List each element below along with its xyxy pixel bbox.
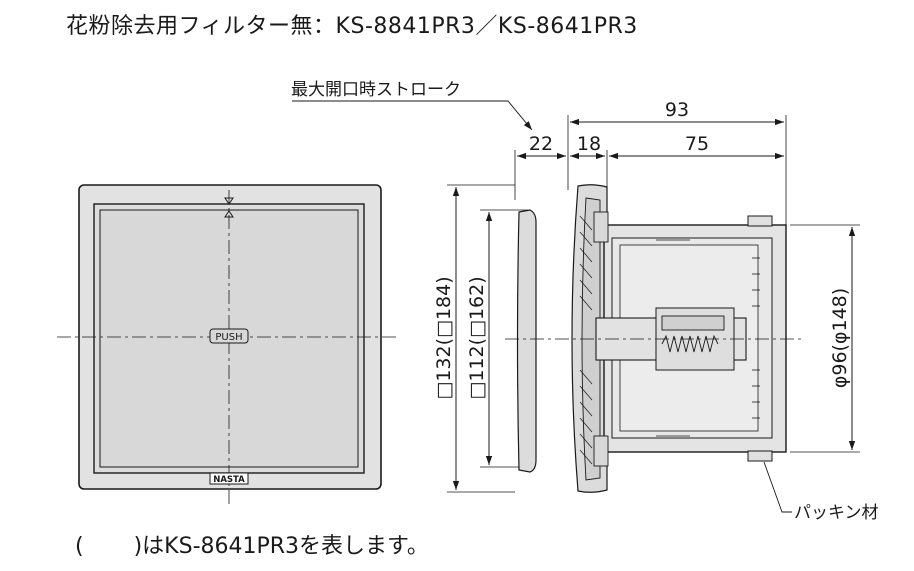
stroke-label: 最大開口時ストローク [291,80,461,100]
gasket-callout: パッキン材 [763,461,879,523]
push-button [209,328,249,344]
stroke-leader-line [292,100,533,131]
dim-22-label: 22 [529,133,553,155]
latch-block [661,315,725,331]
height-dimensions: □132(□184) □112(□162) [433,184,528,493]
outer-height-label: □132(□184) [433,276,455,399]
diameter-label: φ96(φ148) [829,288,851,388]
dim-75-label: 75 [685,133,709,155]
gasket-label: パッキン材 [794,503,879,523]
dim-18-label: 18 [577,133,601,155]
page-title: 花粉除去用フィルター無：KS-8841PR3／KS-8641PR3 [66,14,638,39]
gasket-leader-line [763,461,792,513]
open-panel [516,209,537,473]
spring-coils [661,334,719,353]
brand-label: NASTA [213,475,245,485]
front-view: PUSH NASTA [57,184,397,505]
stem-upper [593,211,609,243]
body-ribs [752,257,760,419]
top-alignment-arrows [224,197,234,218]
side-view [505,184,802,493]
diameter-dimension: φ96(φ148) [790,224,860,453]
bottom-tab [747,450,773,462]
stem-lower [593,435,609,467]
inner-height-label: □112(□162) [466,276,488,399]
footnote-text: )はKS-8641PR3を表します。 [133,534,429,559]
footnote: ( )はKS-8641PR3を表します。 [75,528,429,560]
footnote-open-paren: ( [75,534,84,559]
push-label: PUSH [215,332,242,343]
depth-dimensions: 93 22 18 75 最大開口時ストローク [291,80,787,225]
brand-plate [209,472,249,485]
dim-93-label: 93 [665,99,689,121]
top-tab [747,215,773,227]
